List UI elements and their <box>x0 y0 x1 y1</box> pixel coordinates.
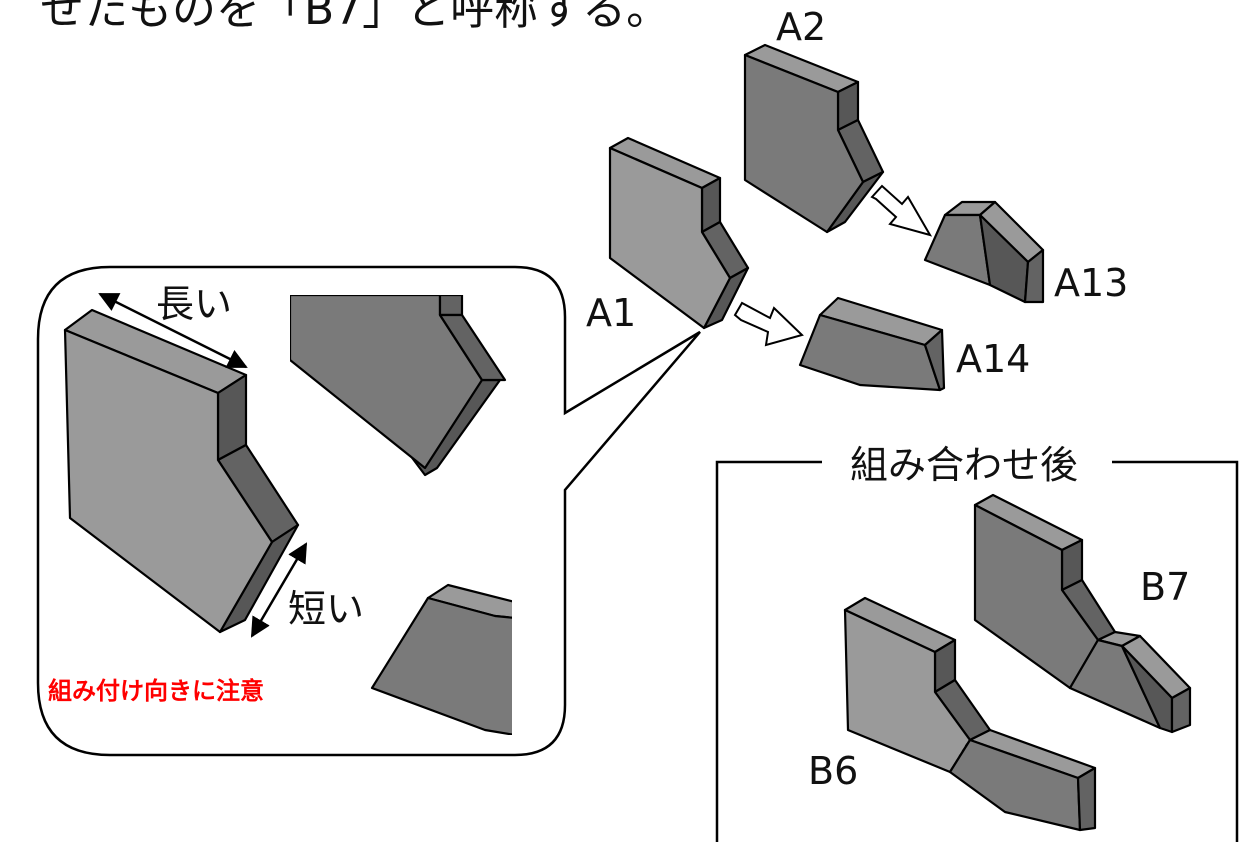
label-long: 長い <box>156 282 232 326</box>
long-dimension-arrow <box>98 292 248 369</box>
part-b7 <box>973 493 1192 734</box>
label-a13: A13 <box>1054 261 1128 305</box>
part-b6 <box>843 596 1097 832</box>
part-a2 <box>743 43 885 234</box>
part-a13 <box>923 200 1045 304</box>
arrow-a1-to-a14 <box>733 301 804 347</box>
arrow-a2-to-a13 <box>870 184 933 237</box>
label-a2: A2 <box>776 5 826 49</box>
intro-text: せたものを「B7」と呼称する。 <box>40 0 670 35</box>
zoomed-fragments <box>290 295 512 735</box>
short-dimension-arrow <box>250 542 308 638</box>
label-a1: A1 <box>586 291 636 335</box>
combined-box-frame <box>715 460 1239 842</box>
label-short: 短い <box>288 587 364 631</box>
part-a14 <box>798 296 946 392</box>
part-a1 <box>608 136 750 330</box>
label-b7: B7 <box>1140 565 1190 609</box>
warning-text: 組み付け向きに注意 <box>48 677 264 705</box>
label-a14: A14 <box>956 337 1030 381</box>
label-b6: B6 <box>808 749 858 793</box>
combined-box-title: 組み合わせ後 <box>850 443 1078 487</box>
